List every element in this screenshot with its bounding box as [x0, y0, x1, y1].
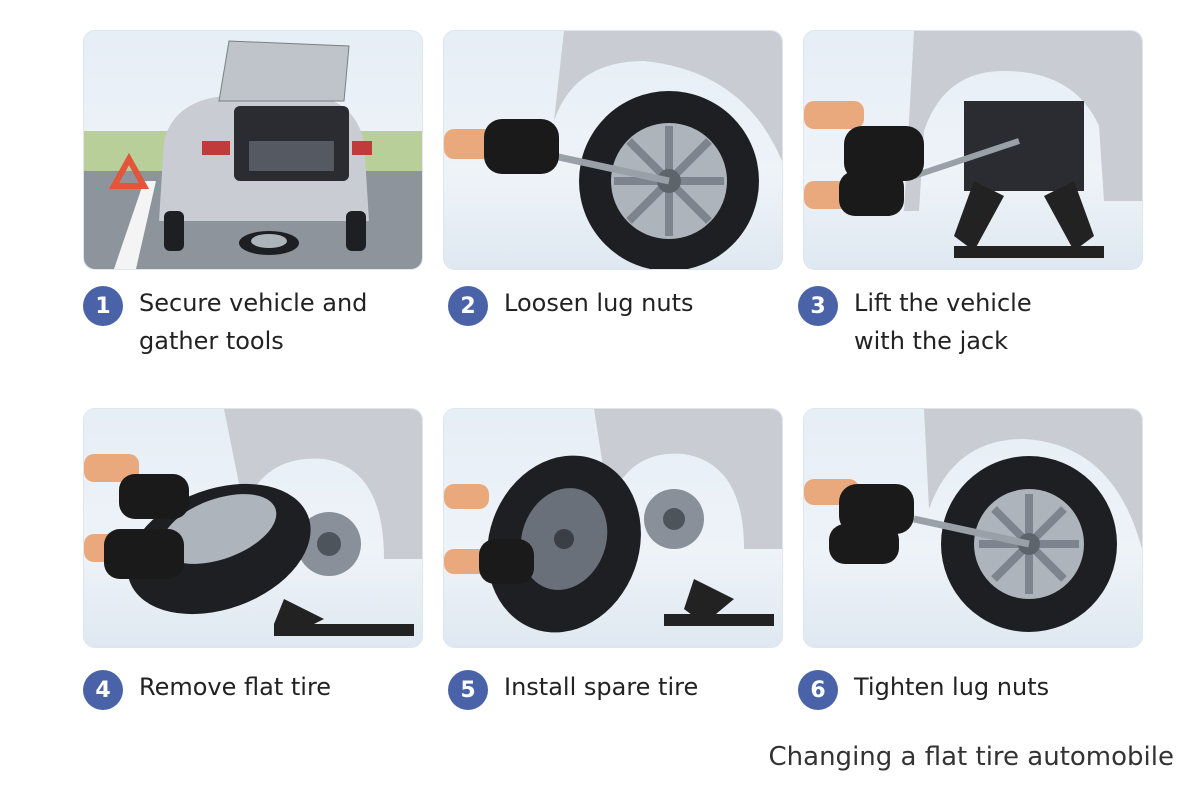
step-number-badge: 5 [448, 670, 488, 710]
step-label: Lift the vehicle with the jack [854, 289, 1032, 355]
step-label: Remove flat tire [139, 673, 332, 701]
step-4: 4 Remove flat tire [83, 668, 409, 710]
step-6: 6 Tighten lug nuts [798, 668, 1124, 710]
car-trunk-illustration [84, 40, 422, 269]
step-1: 1 Secure vehicle and gather tools [83, 284, 409, 360]
step-label: Tighten lug nuts [854, 673, 1050, 701]
illustration-tighten-lug-nuts [803, 408, 1143, 648]
step-number-badge: 1 [83, 286, 123, 326]
step-number-badge: 6 [798, 670, 838, 710]
illustration-remove-tire [83, 408, 423, 648]
tighten-wrench-illustration [804, 409, 1142, 632]
step-label: Install spare tire [504, 673, 699, 701]
step-number-badge: 2 [448, 286, 488, 326]
illustration-lift-vehicle [803, 30, 1143, 270]
jack-lift-illustration [804, 31, 1142, 258]
step-number-badge: 3 [798, 286, 838, 326]
illustration-install-spare [443, 408, 783, 648]
step-3: 3 Lift the vehicle with the jack [798, 284, 1124, 360]
illustration-secure-vehicle [83, 30, 423, 270]
step-label: Secure vehicle and gather tools [139, 289, 368, 355]
install-spare-illustration [444, 409, 782, 633]
step-5: 5 Install spare tire [448, 668, 774, 710]
step-number-badge: 4 [83, 670, 123, 710]
step-label: Loosen lug nuts [504, 289, 694, 317]
warning-triangle-icon [108, 152, 150, 189]
illustration-loosen-lug-nuts [443, 30, 783, 270]
figure-caption: Changing a flat tire automobile [768, 742, 1174, 772]
wheel-wrench-illustration [444, 31, 782, 269]
remove-tire-illustration [84, 409, 422, 636]
step-2: 2 Loosen lug nuts [448, 284, 774, 326]
